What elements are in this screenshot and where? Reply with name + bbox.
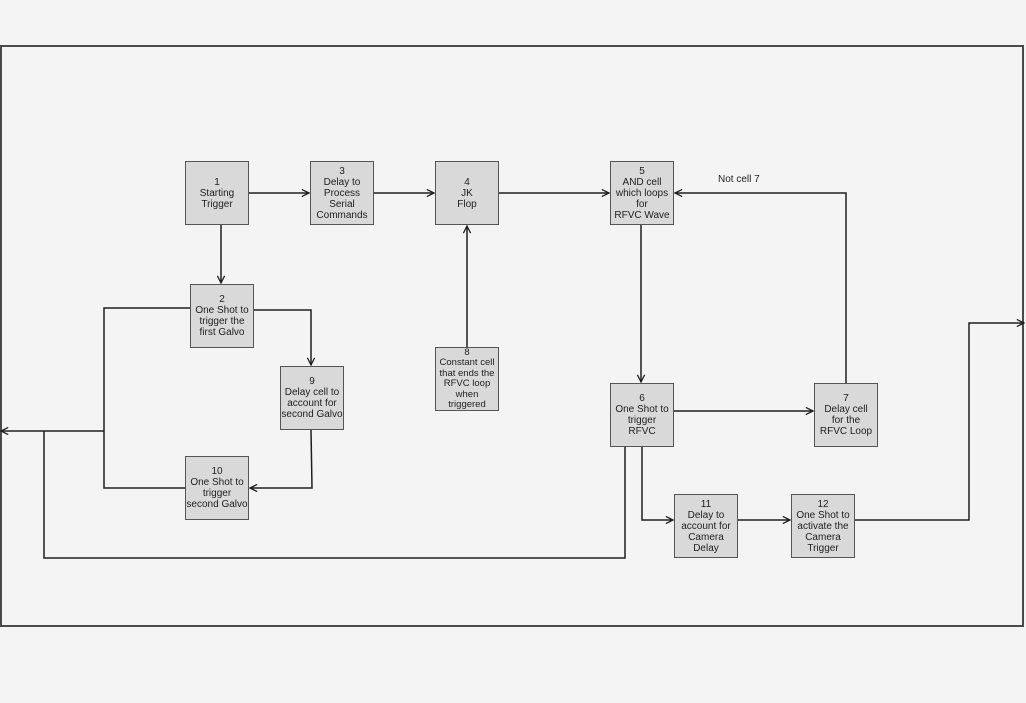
node-3-delay-serial-commands[interactable]: 3 Delay to Process Serial Commands (310, 161, 374, 225)
node-number: 2 (219, 294, 225, 305)
node-label: Delay to Process Serial Commands (316, 176, 368, 221)
node-number: 6 (639, 393, 645, 404)
node-12-one-shot-camera-trigger[interactable]: 12 One Shot to activate the Camera Trigg… (791, 494, 855, 558)
node-number: 11 (700, 498, 712, 510)
edge-7-to-5 (675, 193, 847, 383)
node-7-delay-rfvc-loop[interactable]: 7 Delay cell for the RFVC Loop (814, 383, 878, 447)
node-label: Delay to account for Camera Delay (681, 509, 731, 554)
node-label: Starting Trigger (199, 187, 235, 210)
node-number: 9 (309, 376, 315, 387)
node-label: AND cell which loops for RFVC Wave (614, 176, 670, 221)
edge-6-to-left-output (43, 431, 626, 559)
node-4-jk-flop[interactable]: 4 JK Flop (435, 161, 499, 225)
edge-label-not-cell-7: Not cell 7 (718, 174, 760, 185)
edge-2-to-9 (254, 309, 311, 365)
node-label: JK Flop (457, 187, 477, 210)
edge-9-to-10 (250, 429, 313, 488)
node-8-constant-cell[interactable]: 8 Constant cell that ends the RFVC loop … (435, 347, 499, 411)
edge-12-to-right-output (855, 323, 1024, 521)
node-2-one-shot-first-galvo[interactable]: 2 One Shot to trigger the first Galvo (190, 284, 254, 348)
node-label: Delay cell to account for second Galvo (281, 387, 343, 420)
node-6-one-shot-rfvc[interactable]: 6 One Shot to trigger RFVC (610, 383, 674, 447)
node-label: Delay cell for the RFVC Loop (819, 404, 873, 437)
edge-2-to-left-bus (103, 307, 190, 489)
node-number: 10 (211, 466, 223, 477)
node-1-starting-trigger[interactable]: 1 Starting Trigger (185, 161, 249, 225)
node-5-and-cell[interactable]: 5 AND cell which loops for RFVC Wave (610, 161, 674, 225)
node-9-delay-second-galvo[interactable]: 9 Delay cell to account for second Galvo (280, 366, 344, 430)
node-label: One Shot to activate the Camera Trigger (796, 509, 850, 554)
node-label: Constant cell that ends the RFVC loop wh… (439, 357, 495, 410)
node-number: 12 (817, 498, 829, 510)
node-number: 1 (214, 176, 220, 188)
node-number: 8 (464, 346, 470, 358)
node-label: One Shot to trigger RFVC (615, 404, 669, 437)
node-number: 7 (843, 393, 849, 404)
node-10-one-shot-second-galvo[interactable]: 10 One Shot to trigger second Galvo (185, 456, 249, 520)
node-label: One Shot to trigger the first Galvo (195, 305, 249, 338)
edge-6-to-11 (641, 447, 673, 520)
node-number: 3 (339, 165, 345, 177)
node-number: 5 (639, 165, 645, 177)
node-11-delay-camera[interactable]: 11 Delay to account for Camera Delay (674, 494, 738, 558)
node-number: 4 (464, 176, 470, 188)
node-label: One Shot to trigger second Galvo (186, 477, 248, 510)
